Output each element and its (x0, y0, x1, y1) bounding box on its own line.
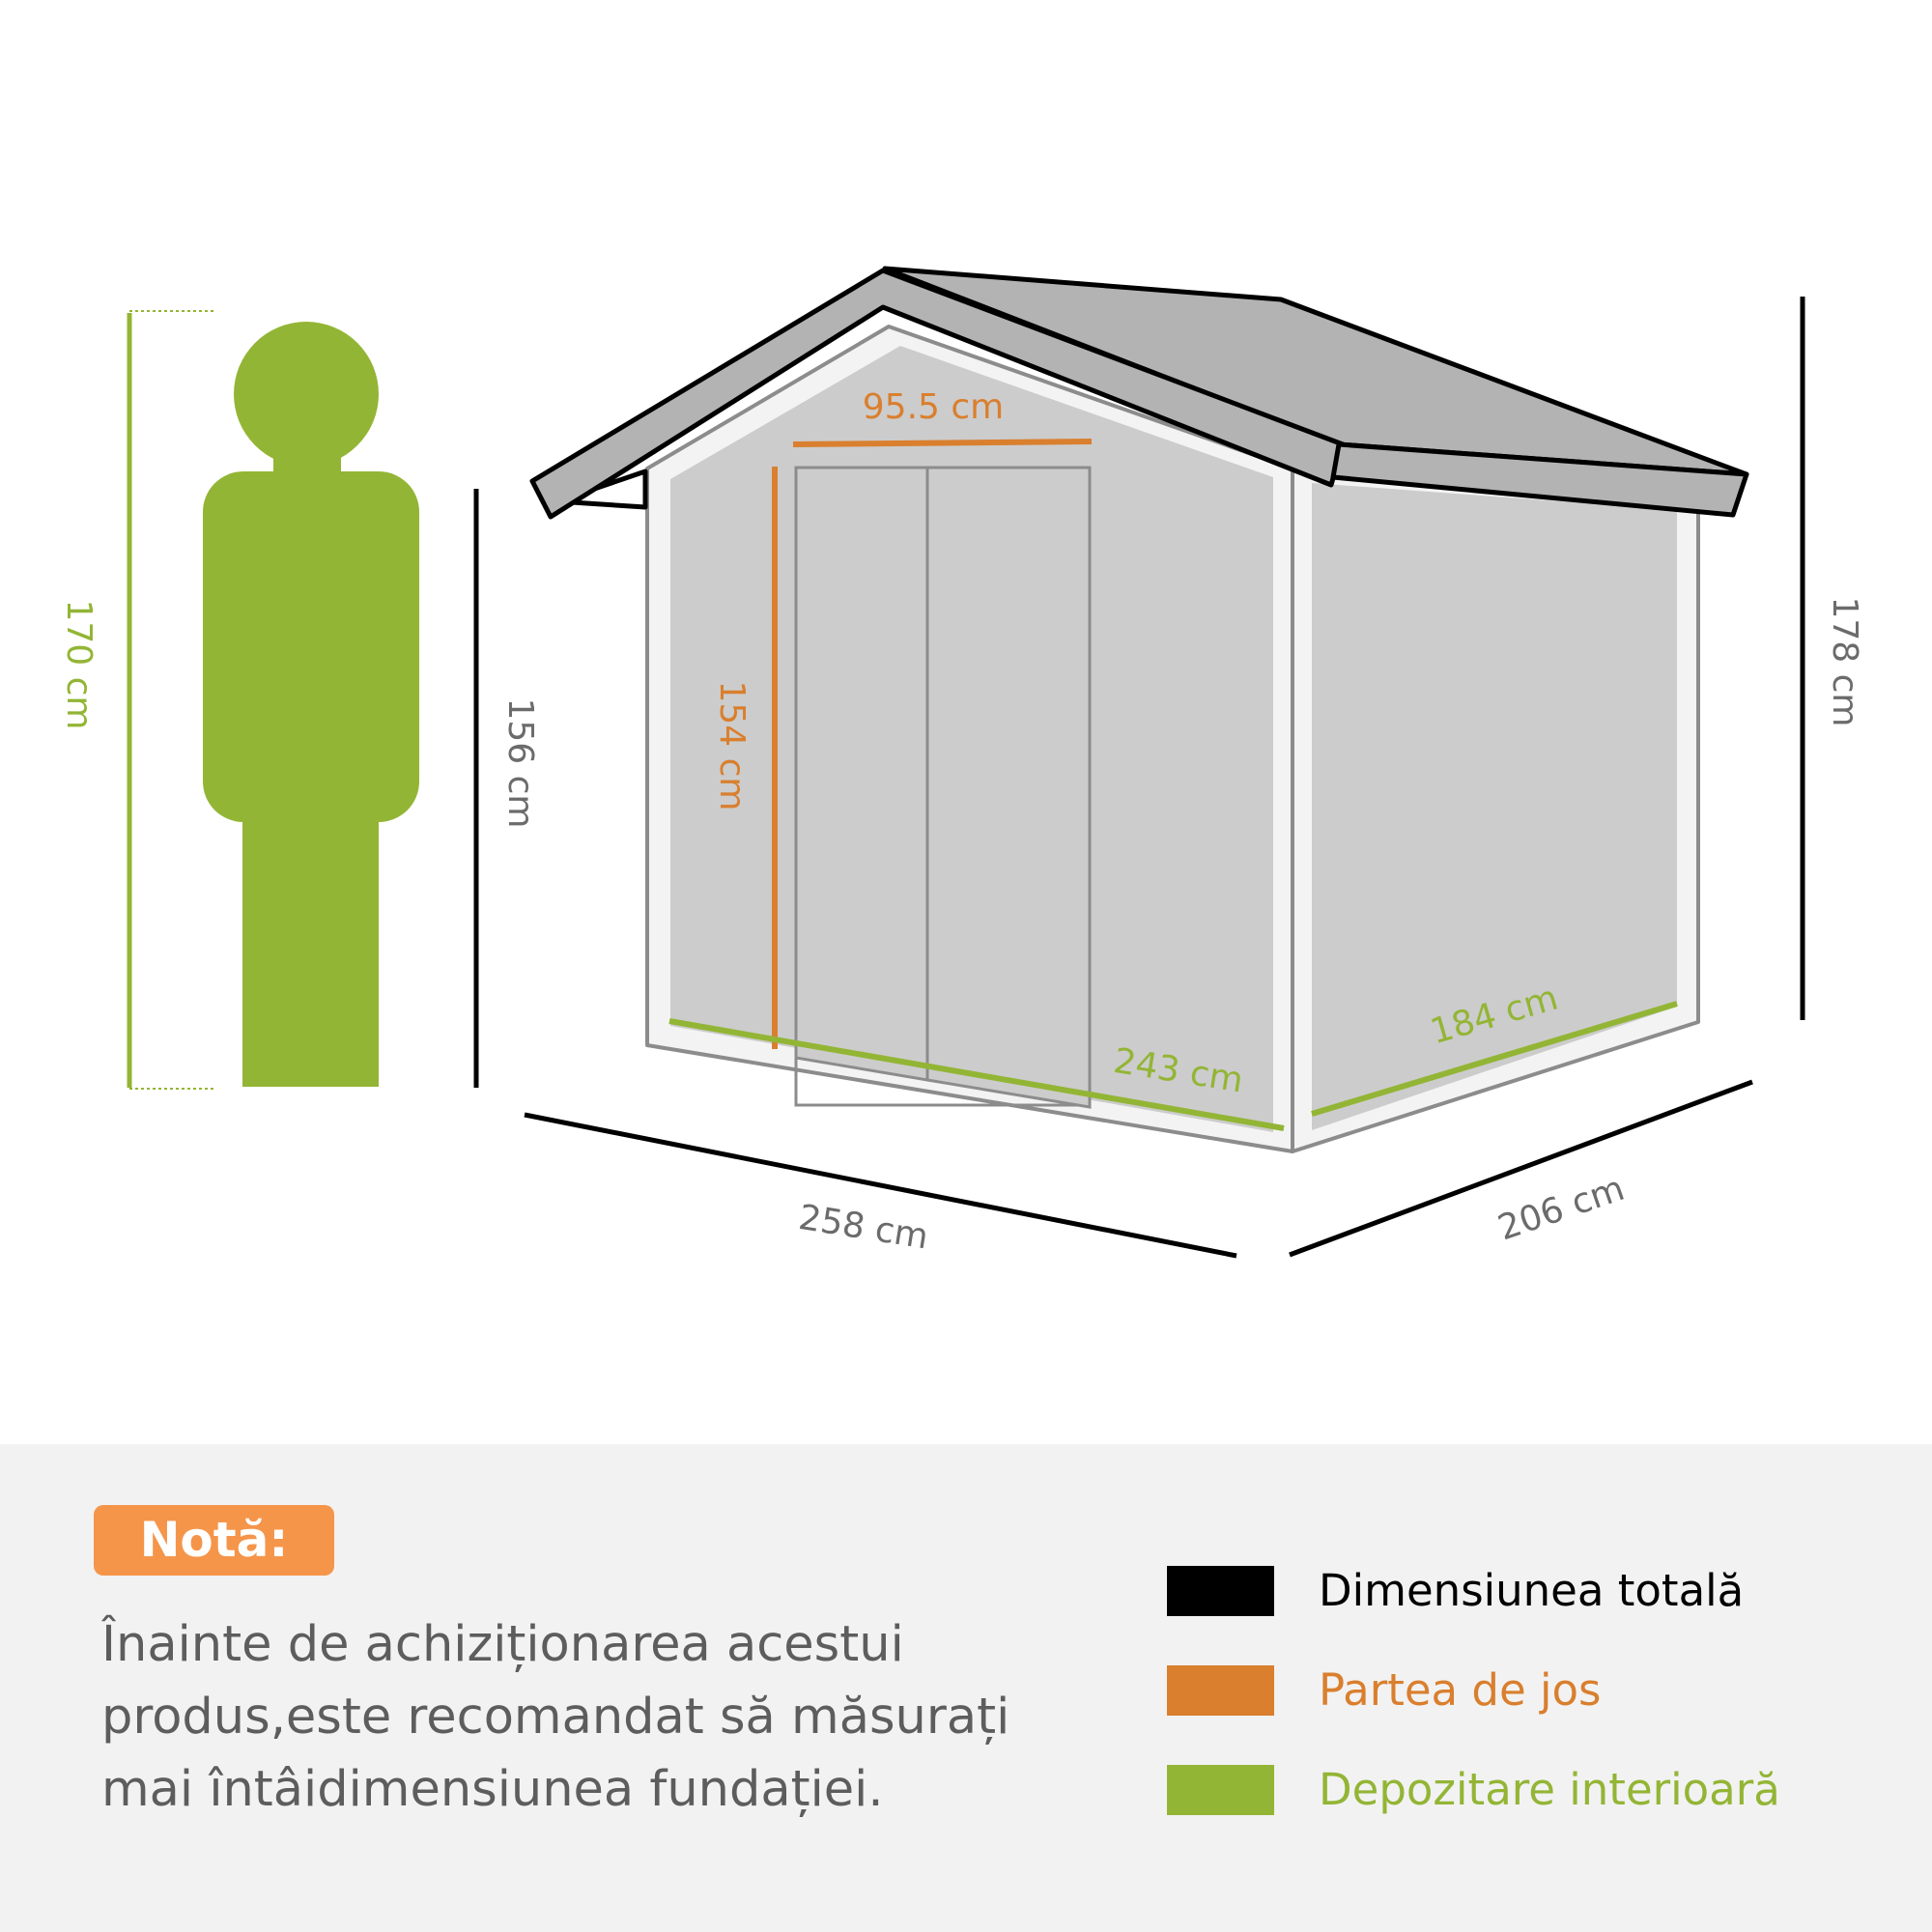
legend-swatch-bottom (1167, 1665, 1274, 1716)
legend-swatch-total (1167, 1566, 1274, 1616)
person-height-label: 170 cm (59, 599, 99, 729)
wall-height-measure: 156 cm (473, 489, 540, 1088)
legend-label-bottom: Partea de jos (1319, 1664, 1602, 1716)
note-text: Înainte de achiziționarea acestui produs… (101, 1616, 1010, 1818)
door-height-measure: 154 cm (712, 467, 778, 1049)
outer-width-label: 258 cm (796, 1198, 931, 1258)
side-wall-panel (1312, 483, 1677, 1130)
person-height-measure: 170 cm (59, 310, 214, 1090)
person-legs (242, 807, 379, 1087)
legend-swatch-interior (1167, 1765, 1274, 1815)
shed (529, 266, 1749, 1153)
total-height-measure: 178 cm (1800, 297, 1864, 1020)
door-right (925, 466, 1092, 1109)
person-silhouette (203, 322, 419, 1087)
legend-label-interior: Depozitare interioară (1319, 1764, 1780, 1815)
wall-height-label: 156 cm (500, 697, 540, 828)
door-width-label: 95.5 cm (863, 387, 1004, 427)
outer-width-measure: 258 cm (524, 1112, 1237, 1259)
door-width-measure: 95.5 cm (792, 387, 1093, 447)
person-head (234, 322, 379, 467)
door-left (794, 466, 929, 1082)
roof-front-left (529, 268, 1346, 520)
roof-front-right (1330, 441, 1749, 518)
legend-label-total: Dimensiunea totală (1319, 1565, 1745, 1616)
note-badge: Notă: (94, 1505, 334, 1576)
person-torso (203, 471, 419, 822)
door-height-label: 154 cm (712, 680, 752, 810)
total-height-label: 178 cm (1825, 596, 1864, 726)
outer-depth-label: 206 cm (1493, 1169, 1630, 1249)
